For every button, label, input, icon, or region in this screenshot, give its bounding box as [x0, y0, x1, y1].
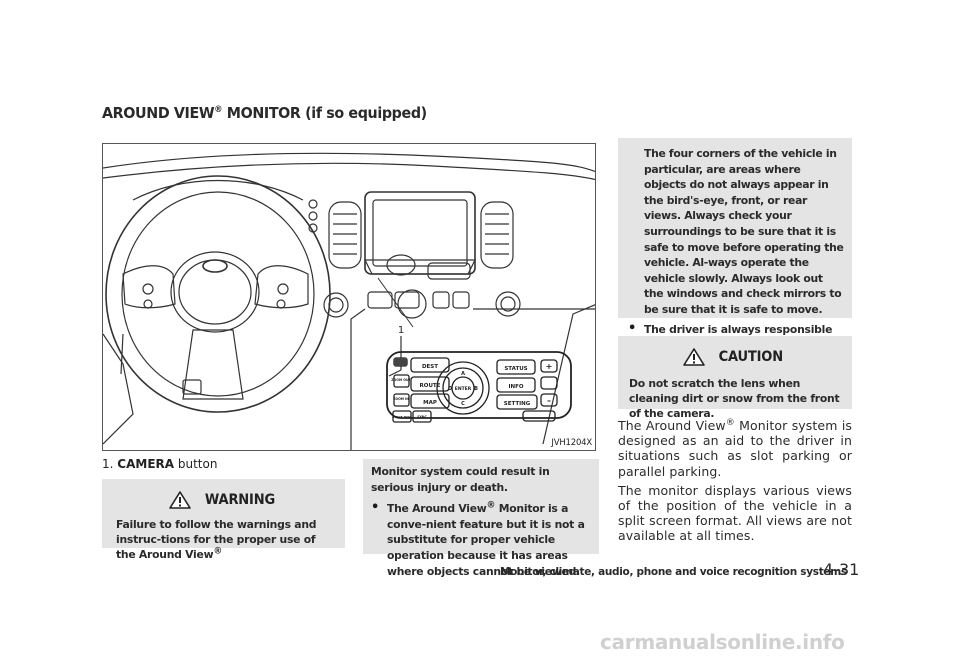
dial-b-label: B	[474, 386, 478, 392]
corners-warning-text: The four corners of the vehicle in parti…	[644, 147, 844, 316]
panel-plus-label: +	[546, 362, 553, 371]
bullet-dot: •	[371, 500, 380, 516]
panel-dest-label: DEST	[422, 364, 438, 370]
list-item: • The Around View® Monitor is a conve-ni…	[371, 501, 591, 579]
bullet-registered-mark: ®	[486, 500, 496, 511]
caption-number: 1.	[102, 457, 114, 471]
warning-continued-text: Monitor system could result in serious i…	[371, 465, 550, 494]
caution-label: CAUTION	[718, 349, 784, 365]
panel-map-label: MAP	[423, 400, 437, 406]
dial-c-label: C	[461, 401, 465, 407]
page-number: 4-31	[823, 560, 860, 579]
caution-text: Do not scratch the lens when cleaning di…	[629, 377, 840, 420]
warning-icon	[168, 491, 191, 509]
warning-text-body: Failure to follow the warnings and instr…	[116, 518, 317, 561]
dashboard-drawing: 1 DEST	[103, 152, 595, 450]
caution-box: CAUTION Do not scratch the lens when cle…	[618, 336, 852, 420]
dashboard-illustration: 1 DEST	[102, 143, 596, 451]
bullet-dot: •	[628, 320, 637, 336]
panel-minus-label: –	[547, 396, 551, 405]
section-title: AROUND VIEW® MONITOR (if so equipped)	[102, 104, 427, 122]
warning-label: WARNING	[204, 492, 275, 508]
panel-info-label: INFO	[508, 384, 523, 390]
caution-icon	[683, 348, 706, 366]
warning-continued-box: Monitor system could result in serious i…	[363, 459, 599, 578]
warning-box: WARNING Failure to follow the warnings a…	[102, 479, 345, 561]
body-registered-mark: ®	[725, 417, 735, 428]
body-paragraph-1: The Around View® Monitor system is desig…	[618, 418, 852, 479]
callout-number: 1	[398, 325, 404, 336]
warning-registered-mark: ®	[213, 546, 223, 557]
warning-continued-box-right: The four corners of the vehicle in parti…	[618, 138, 852, 367]
registered-mark: ®	[214, 104, 223, 115]
panel-route-label: ROUTE	[420, 383, 441, 389]
bullet-text: The Around View® Monitor is a conve-nien…	[387, 501, 591, 579]
caption-bold: CAMERA	[117, 457, 175, 471]
panel-enter-label: ENTER	[455, 386, 472, 392]
section-title-suffix: MONITOR (if so equipped)	[222, 104, 427, 122]
panel-zoom-in-label: ZOOM IN	[393, 397, 409, 401]
panel-voice-disp-label: VOICE DISP	[392, 415, 412, 419]
body-p1-pre: The Around View	[618, 418, 726, 433]
watermark: carmanualsonline.info	[600, 630, 845, 654]
figure-caption: 1. CAMERA button	[102, 457, 217, 471]
figure-code: JVH1204X	[551, 438, 592, 448]
dial-d-label: D	[448, 386, 452, 392]
panel-sync-label: SYNC	[417, 415, 427, 419]
footer-section-name: Monitor, climate, audio, phone and voice…	[500, 566, 847, 578]
bullet-text-post: Monitor is a conve-nient feature but it …	[387, 502, 585, 578]
panel-setting-label: SETTING	[504, 401, 531, 407]
warning-text: Failure to follow the warnings and instr…	[102, 517, 345, 562]
body-text: The Around View® Monitor system is desig…	[618, 418, 852, 548]
body-p1-post: Monitor system is designed as an aid to …	[618, 418, 852, 479]
panel-zoom-out-label: ZOOM OUT	[391, 378, 411, 382]
caption-rest: button	[174, 457, 218, 471]
section-title-text: AROUND VIEW	[102, 104, 215, 122]
body-paragraph-2: The monitor displays various views of th…	[618, 482, 852, 544]
dial-a-label: A	[461, 371, 465, 377]
panel-status-label: STATUS	[504, 366, 527, 372]
bullet-text-pre: The Around View	[387, 502, 487, 516]
